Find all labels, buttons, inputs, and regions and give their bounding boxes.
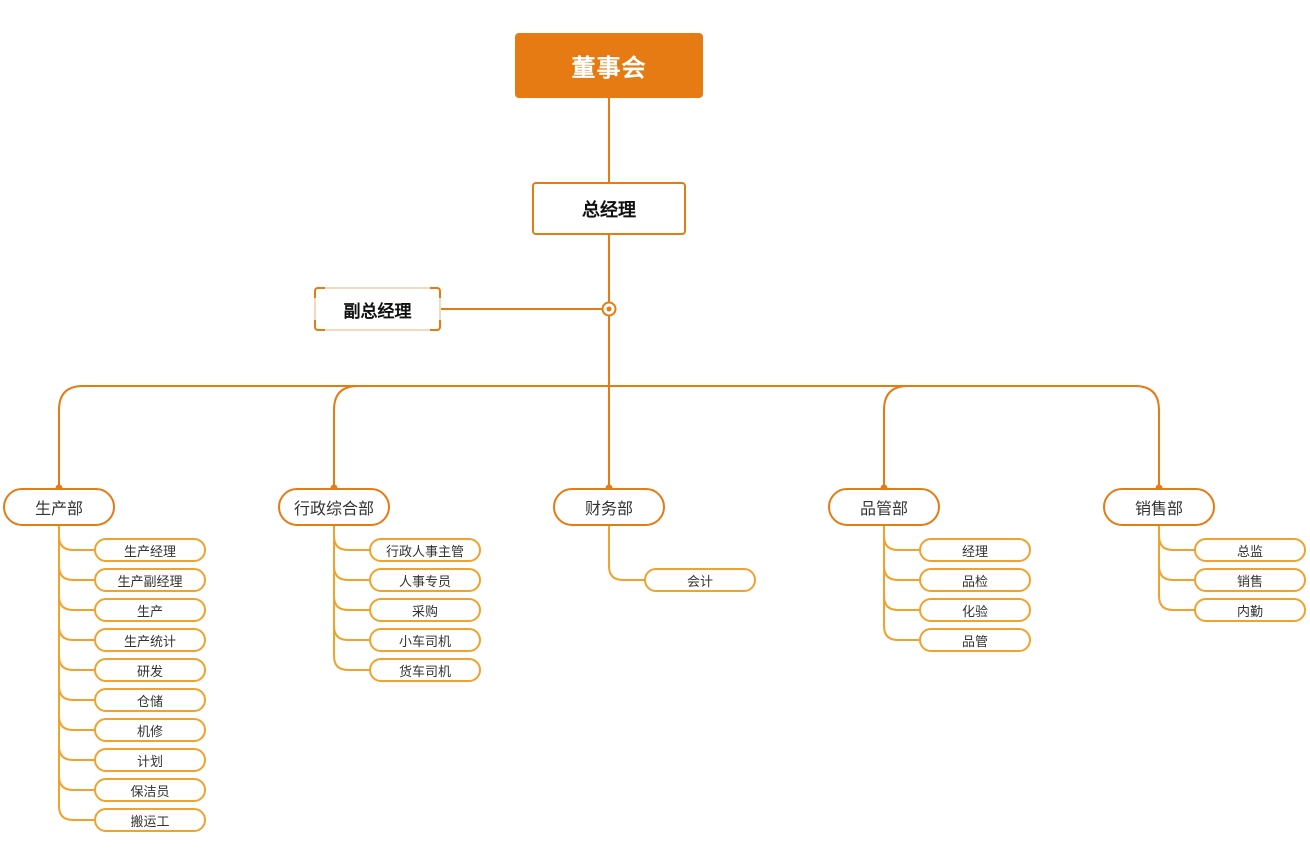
connector-leaf	[333, 526, 369, 611]
position-node[interactable]: 行政人事主管	[369, 538, 481, 562]
position-label: 销售	[1236, 574, 1263, 590]
connector-leaf	[883, 526, 919, 641]
position-label: 货车司机	[398, 664, 451, 680]
connector-branch-drop	[333, 385, 359, 488]
position-node[interactable]: 生产统计	[94, 628, 206, 652]
position-label: 品管	[961, 634, 988, 650]
position-node[interactable]: 人事专员	[369, 568, 481, 592]
connector-leaf	[58, 526, 94, 701]
position-label: 人事专员	[398, 574, 451, 590]
position-label: 经理	[961, 544, 988, 560]
connector-leaf	[608, 526, 644, 581]
department-node[interactable]: 品管部	[828, 488, 940, 526]
connector-leaf	[333, 526, 369, 671]
position-label: 行政人事主管	[385, 544, 464, 560]
general-manager-node[interactable]: 总经理	[532, 182, 686, 235]
connector-leaf	[58, 526, 94, 641]
position-node[interactable]: 经理	[919, 538, 1031, 562]
position-node[interactable]: 搬运工	[94, 808, 206, 832]
position-node[interactable]: 销售	[1194, 568, 1306, 592]
position-label: 采购	[411, 604, 438, 620]
vice-general-manager-label: 副总经理	[343, 301, 412, 322]
position-label: 品检	[961, 574, 988, 590]
department-node[interactable]: 财务部	[553, 488, 665, 526]
connector-leaf	[883, 526, 919, 611]
department-node[interactable]: 生产部	[3, 488, 115, 526]
general-manager-label: 总经理	[582, 199, 636, 221]
connector-branch-drop	[883, 385, 909, 488]
position-label: 生产	[136, 604, 163, 620]
junction-dot	[606, 306, 612, 312]
position-label: 计划	[136, 754, 163, 770]
department-node[interactable]: 行政综合部	[278, 488, 390, 526]
corner-mark	[430, 287, 441, 298]
position-label: 仓储	[136, 694, 163, 710]
connector-leaf	[333, 526, 369, 641]
position-label: 搬运工	[130, 814, 170, 830]
board-node[interactable]: 董事会	[515, 33, 703, 98]
connector-leaf	[58, 526, 94, 611]
position-node[interactable]: 会计	[644, 568, 756, 592]
position-node[interactable]: 保洁员	[94, 778, 206, 802]
position-node[interactable]: 小车司机	[369, 628, 481, 652]
position-label: 生产副经理	[117, 574, 183, 590]
department-label: 生产部	[34, 499, 83, 518]
position-node[interactable]: 采购	[369, 598, 481, 622]
connector-leaf	[883, 526, 919, 581]
connector-leaf	[1158, 526, 1194, 611]
connector-leaf	[333, 526, 369, 581]
position-node[interactable]: 内勤	[1194, 598, 1306, 622]
position-label: 机修	[136, 724, 163, 740]
position-node[interactable]: 品管	[919, 628, 1031, 652]
position-node[interactable]: 货车司机	[369, 658, 481, 682]
board-label: 董事会	[571, 54, 647, 82]
position-node[interactable]: 总监	[1194, 538, 1306, 562]
connector-leaf	[333, 526, 369, 551]
position-node[interactable]: 品检	[919, 568, 1031, 592]
position-node[interactable]: 生产	[94, 598, 206, 622]
connector-leaf	[1158, 526, 1194, 581]
position-node[interactable]: 化验	[919, 598, 1031, 622]
position-node[interactable]: 仓储	[94, 688, 206, 712]
department-label: 销售部	[1134, 499, 1183, 518]
position-label: 生产统计	[123, 634, 176, 650]
vice-general-manager-node[interactable]: 副总经理	[314, 287, 441, 331]
position-label: 会计	[686, 574, 713, 590]
position-label: 总监	[1236, 544, 1263, 560]
connector-leaf	[883, 526, 919, 551]
position-label: 化验	[961, 604, 988, 620]
position-label: 生产经理	[123, 544, 176, 560]
connector-leaf	[1158, 526, 1194, 551]
corner-mark	[430, 320, 441, 331]
position-label: 研发	[136, 664, 163, 680]
department-label: 财务部	[584, 499, 633, 518]
connector-leaf	[58, 526, 94, 581]
connector-leaf	[58, 526, 94, 761]
position-node[interactable]: 机修	[94, 718, 206, 742]
position-node[interactable]: 计划	[94, 748, 206, 772]
connector-leaf	[58, 526, 94, 791]
position-label: 保洁员	[130, 784, 170, 800]
department-label: 品管部	[859, 499, 908, 518]
position-node[interactable]: 研发	[94, 658, 206, 682]
connector-leaf	[58, 526, 94, 551]
position-label: 小车司机	[398, 634, 451, 650]
corner-mark	[314, 287, 325, 298]
corner-mark	[314, 320, 325, 331]
position-node[interactable]: 生产副经理	[94, 568, 206, 592]
department-node[interactable]: 销售部	[1103, 488, 1215, 526]
position-label: 内勤	[1236, 604, 1263, 620]
connector-leaf	[58, 526, 94, 821]
department-label: 行政综合部	[293, 499, 374, 518]
position-node[interactable]: 生产经理	[94, 538, 206, 562]
